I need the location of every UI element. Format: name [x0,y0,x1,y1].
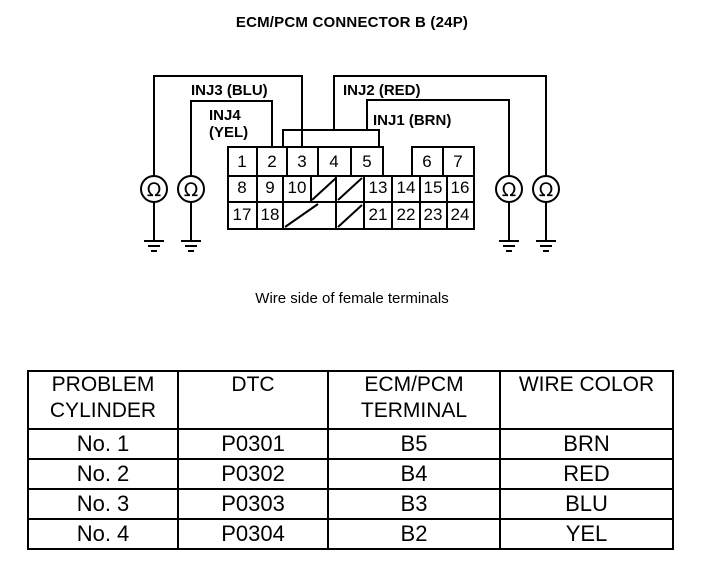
pin-label: 14 [397,178,416,197]
wire-inj2 [333,75,547,176]
pin-label: 24 [451,205,470,224]
wire-label-inj1: INJ1 (BRN) [373,112,451,129]
cell-dtc: P0302 [177,458,329,490]
pin-label: 10 [288,178,307,197]
table-row: No. 1 P0301 B5 BRN [27,428,674,460]
cell-cylinder: No. 3 [27,488,179,520]
table-row: No. 3 P0303 B3 BLU [27,488,674,520]
diagram-caption: Wire side of female terminals [255,290,449,307]
page-title: ECM/PCM CONNECTOR B (24P) [235,14,469,31]
cell-cylinder: No. 4 [27,518,179,550]
pin-label: 1 [237,152,246,171]
table-row: No. 4 P0304 B2 YEL [27,518,674,550]
wire-label-inj3: INJ3 (BLU) [191,82,268,99]
pin-label: 6 [422,152,431,171]
cell-terminal: B5 [327,428,501,460]
ground-icon [181,240,201,252]
table-row: No. 2 P0302 B4 RED [27,458,674,490]
pin-label: 18 [261,205,280,224]
pin-label: 22 [397,205,416,224]
cell-cylinder: No. 1 [27,428,179,460]
pin-label: 3 [297,152,306,171]
cell-terminal: B3 [327,488,501,520]
cell-dtc: P0301 [177,428,329,460]
pin-label: 21 [369,205,388,224]
ohm-icon: Ω [184,179,199,201]
wire-label-inj4-color: (YEL) [209,124,248,141]
pin-label: 16 [451,178,470,197]
header-wire-color: WIRE COLOR [499,370,674,430]
pin-label: 4 [329,152,338,171]
pin-labels: 1 2 3 4 5 6 7 8 9 10 13 14 15 16 17 18 2… [233,152,470,224]
cell-dtc: P0303 [177,488,329,520]
connector-key-tab [282,129,380,148]
wire-inj1 [366,99,510,176]
ohm-icon: Ω [539,179,554,201]
wire-inj4 [190,100,273,176]
pin-label: 15 [424,178,443,197]
cell-cylinder: No. 2 [27,458,179,490]
ground-icon [499,240,519,252]
connector-diagram: 1 2 3 4 5 6 7 8 9 10 13 14 15 16 17 18 2… [140,75,560,252]
pin-label: 7 [453,152,462,171]
wire-label-inj2: INJ2 (RED) [343,82,421,99]
cell-terminal: B2 [327,518,501,550]
pin-label: 9 [265,178,274,197]
pin-label: 23 [424,205,443,224]
wire-inj3 [153,75,303,176]
cell-wire-color: BLU [499,488,674,520]
cell-wire-color: RED [499,458,674,490]
cell-wire-color: YEL [499,518,674,550]
ohm-icon: Ω [147,179,162,201]
header-dtc: DTC [177,370,329,430]
pin-label: 13 [369,178,388,197]
ground-icon [144,240,164,252]
pin-label: 17 [233,205,252,224]
wire-label-inj4: INJ4 [209,107,241,124]
ground-icon [536,240,556,252]
pin-label: 2 [267,152,276,171]
pin-label: 5 [362,152,371,171]
ohm-icon: Ω [502,179,517,201]
cell-terminal: B4 [327,458,501,490]
cell-wire-color: BRN [499,428,674,460]
pin-label: 8 [237,178,246,197]
cell-dtc: P0304 [177,518,329,550]
